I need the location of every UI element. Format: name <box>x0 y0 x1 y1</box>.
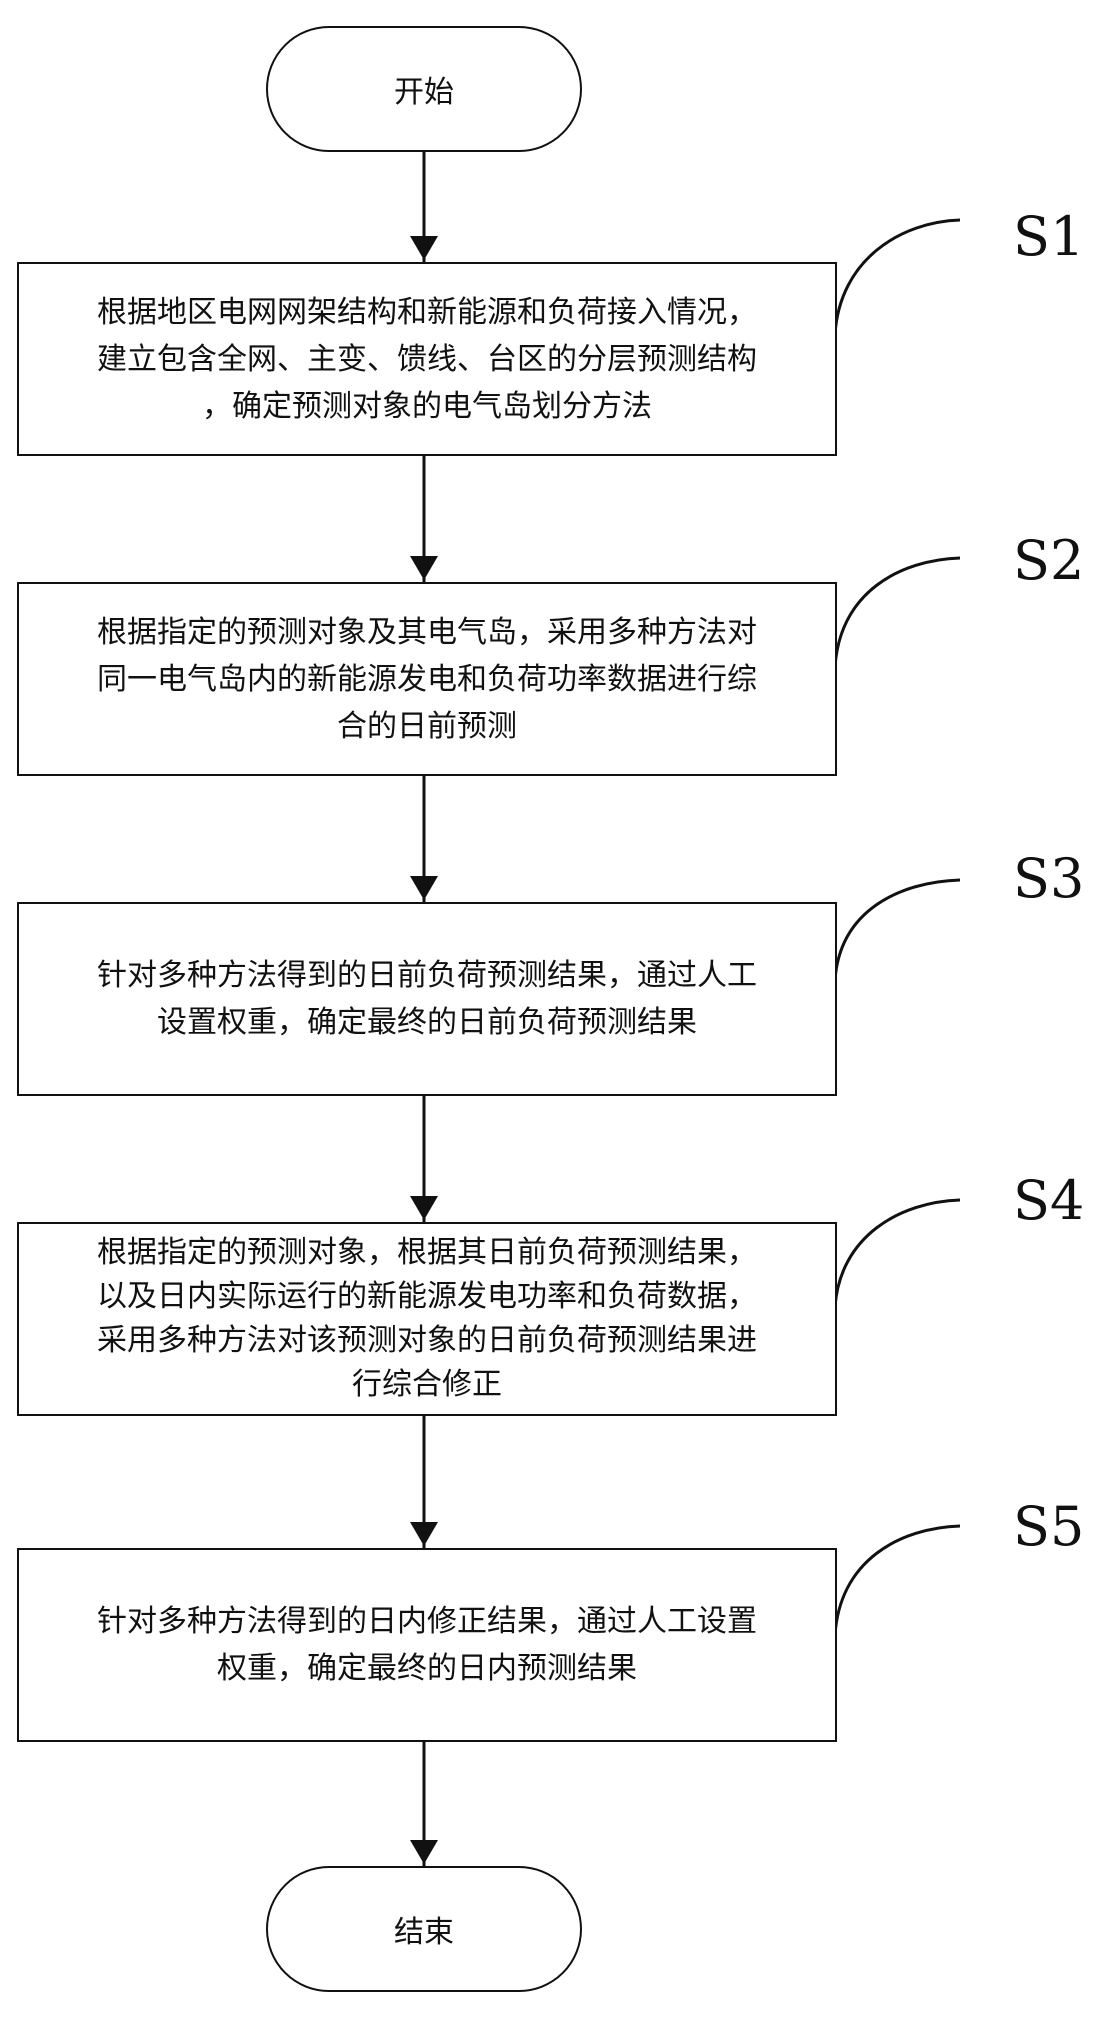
step-label-s3: S3 <box>1013 847 1085 910</box>
leader-curve-s1 <box>833 218 961 335</box>
step-text-line: ，确定预测对象的电气岛划分方法 <box>202 388 652 424</box>
leader-curve-s2 <box>833 556 961 668</box>
process-box-s5: 针对多种方法得到的日内修正结果，通过人工设置 权重，确定最终的日内预测结果 <box>17 1548 837 1742</box>
leader-curve-s3 <box>833 878 961 981</box>
step-label-s2: S2 <box>1013 529 1085 592</box>
step-text-line: 针对多种方法得到的日前负荷预测结果，通过人工 <box>97 958 757 993</box>
process-box-s2: 根据指定的预测对象及其电气岛，采用多种方法对 同一电气岛内的新能源发电和负荷功率… <box>17 582 837 776</box>
step-text-line: 根据指定的预测对象，根据其日前负荷预测结果， <box>97 1235 757 1270</box>
step-text-line: 行综合修正 <box>352 1367 502 1402</box>
step-text-line: 以及日内实际运行的新能源发电功率和负荷数据， <box>97 1279 757 1314</box>
step-label-s1: S1 <box>1013 205 1085 268</box>
start-label: 开始 <box>394 75 454 110</box>
step-text-line: 建立包含全网、主变、馈线、台区的分层预测结构 <box>97 341 757 377</box>
process-box-s1: 根据地区电网网架结构和新能源和负荷接入情况， 建立包含全网、主变、馈线、台区的分… <box>17 262 837 456</box>
end-node: 结束 <box>266 1866 582 1992</box>
step-text-line: 权重，确定最终的日内预测结果 <box>217 1651 637 1686</box>
step-text-line: 合的日前预测 <box>337 708 517 744</box>
leader-curve-s4 <box>833 1198 961 1308</box>
step-text-line: 设置权重，确定最终的日前负荷预测结果 <box>157 1005 697 1040</box>
leader-curve-s5 <box>833 1524 961 1636</box>
flow-arrows <box>410 152 438 1866</box>
start-node: 开始 <box>266 26 582 152</box>
step-text-line: 根据地区电网网架结构和新能源和负荷接入情况， <box>97 294 757 330</box>
step-text-line: 针对多种方法得到的日内修正结果，通过人工设置 <box>97 1604 757 1639</box>
process-box-s4: 根据指定的预测对象，根据其日前负荷预测结果， 以及日内实际运行的新能源发电功率和… <box>17 1222 837 1416</box>
step-label-s5: S5 <box>1013 1495 1085 1558</box>
step-text-line: 根据指定的预测对象及其电气岛，采用多种方法对 <box>97 614 757 650</box>
step-leader-curves <box>833 218 961 1636</box>
step-text-line: 同一电气岛内的新能源发电和负荷功率数据进行综 <box>97 661 757 697</box>
process-box-s3: 针对多种方法得到的日前负荷预测结果，通过人工 设置权重，确定最终的日前负荷预测结… <box>17 902 837 1096</box>
step-text-line: 采用多种方法对该预测对象的日前负荷预测结果进 <box>97 1323 757 1358</box>
end-label: 结束 <box>394 1915 454 1950</box>
step-label-s4: S4 <box>1013 1169 1085 1232</box>
